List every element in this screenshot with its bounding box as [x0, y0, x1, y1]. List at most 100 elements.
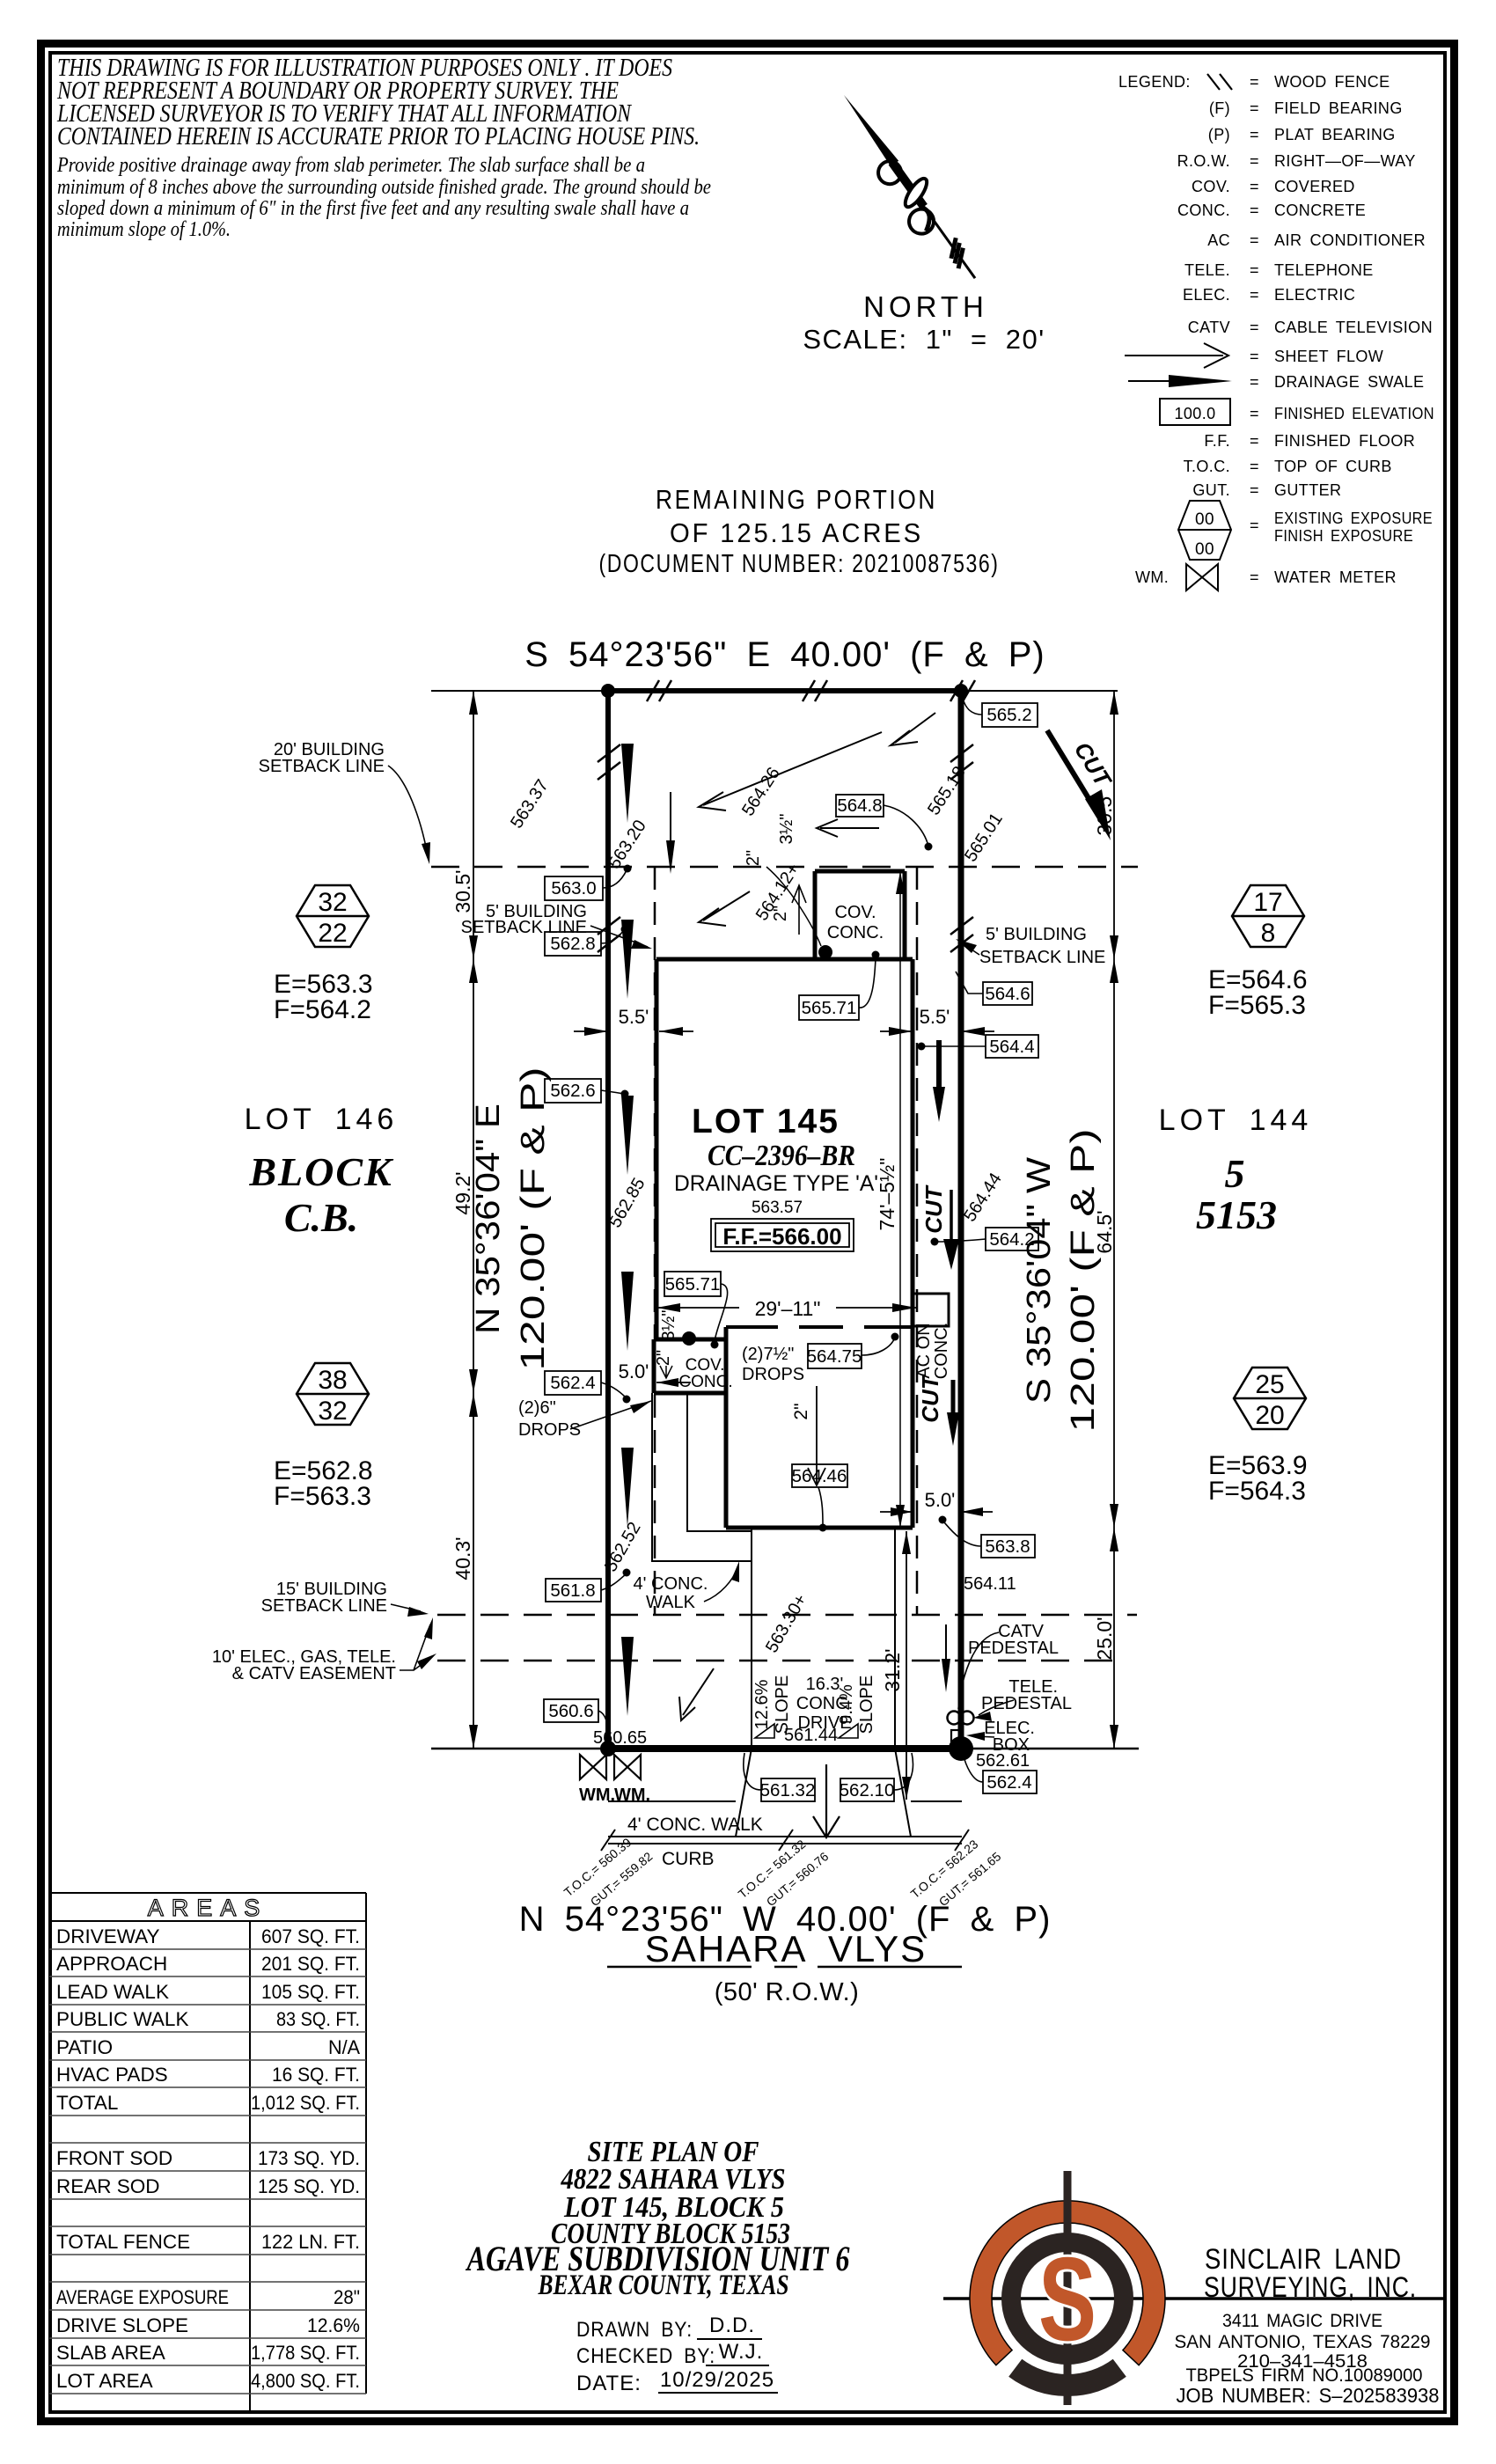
svg-text:8: 8	[1261, 919, 1276, 948]
svg-text:74'–5½": 74'–5½"	[876, 1158, 898, 1231]
svg-text:10' ELEC., GAS, TELE.: 10' ELEC., GAS, TELE.	[212, 1647, 396, 1667]
svg-text:minimum of 8 inches above the: minimum of 8 inches above the surroundin…	[57, 176, 711, 199]
svg-text:CONC.: CONC.	[827, 923, 884, 942]
svg-text:D.D.: D.D.	[709, 2314, 755, 2337]
svg-text:F.F.: F.F.	[1204, 432, 1230, 450]
svg-text:564.8: 564.8	[837, 796, 882, 816]
svg-text:173 SQ. YD.: 173 SQ. YD.	[258, 2147, 360, 2169]
svg-text:=: =	[1250, 202, 1259, 219]
svg-text:22: 22	[318, 919, 347, 948]
svg-text:SLOPE: SLOPE	[857, 1676, 876, 1734]
svg-text:AC ON: AC ON	[914, 1323, 934, 1378]
svg-text:565.71: 565.71	[665, 1274, 721, 1294]
svg-text:1,012 SQ. FT.: 1,012 SQ. FT.	[251, 2092, 360, 2114]
svg-text:FINISHED FLOOR: FINISHED FLOOR	[1274, 432, 1415, 450]
svg-text:SETBACK LINE: SETBACK LINE	[461, 918, 587, 937]
svg-text:(50' R.O.W.): (50' R.O.W.)	[715, 1978, 860, 2006]
svg-text:TOTAL FENCE: TOTAL FENCE	[56, 2231, 190, 2253]
svg-text:120.00' (F & P): 120.00' (F & P)	[1065, 1129, 1102, 1433]
svg-text:EXISTING EXPOSURE: EXISTING EXPOSURE	[1274, 510, 1433, 527]
svg-text:N/A: N/A	[328, 2036, 360, 2058]
svg-text:49.2': 49.2'	[451, 1171, 474, 1214]
svg-text:16 SQ. FT.: 16 SQ. FT.	[272, 2064, 360, 2086]
svg-text:COUNTY BLOCK 5153: COUNTY BLOCK 5153	[551, 2218, 790, 2250]
svg-text:HVAC PADS: HVAC PADS	[56, 2064, 168, 2086]
svg-text:FINISHED ELEVATION: FINISHED ELEVATION	[1274, 405, 1434, 422]
svg-text:564.75: 564.75	[807, 1346, 862, 1367]
svg-text:E=563.3: E=563.3	[274, 970, 373, 999]
svg-text:CONCRETE: CONCRETE	[1274, 202, 1366, 219]
svg-text:=: =	[1250, 261, 1259, 279]
svg-text:5.0': 5.0'	[619, 1360, 649, 1382]
svg-text:5' BUILDING: 5' BUILDING	[986, 925, 1087, 944]
svg-text:CURB: CURB	[662, 1849, 715, 1869]
svg-text:E=563.9: E=563.9	[1208, 1451, 1308, 1480]
svg-text:4,800 SQ. FT.: 4,800 SQ. FT.	[251, 2370, 360, 2392]
svg-text:10/29/2025: 10/29/2025	[660, 2368, 774, 2392]
svg-text:2": 2"	[744, 850, 763, 866]
svg-text:N 54°23'56" W 40.00' (F & P): N 54°23'56" W 40.00' (F & P)	[519, 1900, 1052, 1939]
svg-text:S 35°36'04" W: S 35°36'04" W	[1021, 1157, 1058, 1404]
svg-text:31.2': 31.2'	[881, 1648, 904, 1691]
svg-text:=: =	[1250, 432, 1259, 450]
svg-text:00: 00	[1195, 540, 1214, 559]
svg-text:AGAVE SUBDIVISION UNIT 6: AGAVE SUBDIVISION UNIT 6	[465, 2239, 849, 2278]
svg-text:DRIVEWAY: DRIVEWAY	[56, 1925, 160, 1947]
svg-text:PATIO: PATIO	[56, 2036, 113, 2058]
svg-text:DROPS: DROPS	[518, 1420, 581, 1440]
svg-text:5.5': 5.5'	[920, 1006, 950, 1028]
svg-text:DRAWN BY:: DRAWN BY:	[576, 2318, 693, 2342]
svg-text:PLAT BEARING: PLAT BEARING	[1274, 126, 1396, 143]
svg-text:SLAB AREA: SLAB AREA	[56, 2342, 165, 2364]
svg-text:N 35°36'04" E: N 35°36'04" E	[470, 1104, 507, 1334]
svg-text:R.O.W.: R.O.W.	[1177, 152, 1230, 170]
svg-text:TBPELS FIRM NO.10089000: TBPELS FIRM NO.10089000	[1186, 2365, 1423, 2386]
svg-text:25.0': 25.0'	[1093, 1617, 1116, 1660]
svg-text:120.00' (F & P): 120.00' (F & P)	[515, 1067, 552, 1371]
svg-text:83 SQ. FT.: 83 SQ. FT.	[276, 2008, 360, 2030]
svg-text:=: =	[1250, 373, 1259, 391]
svg-text:(2)7½": (2)7½"	[742, 1345, 794, 1364]
svg-text:AC: AC	[1207, 231, 1230, 249]
svg-text:32: 32	[318, 888, 347, 917]
svg-text:WALK: WALK	[646, 1593, 696, 1612]
svg-text:LOT 145, BLOCK 5: LOT 145, BLOCK 5	[563, 2191, 784, 2224]
svg-text:561.32: 561.32	[760, 1780, 816, 1800]
svg-text:WM.: WM.	[614, 1786, 650, 1805]
svg-text:=: =	[1250, 405, 1259, 422]
svg-text:LOT 145: LOT 145	[692, 1103, 840, 1140]
svg-text:40.3': 40.3'	[451, 1536, 474, 1580]
svg-text:563.57: 563.57	[752, 1199, 803, 1217]
svg-text:20: 20	[1255, 1401, 1284, 1430]
svg-text:SAN ANTONIO, TEXAS 78229: SAN ANTONIO, TEXAS 78229	[1175, 2331, 1431, 2352]
svg-text:CC–2396–BR: CC–2396–BR	[708, 1140, 855, 1172]
svg-text:W.J.: W.J.	[719, 2340, 764, 2364]
svg-text:29'–11": 29'–11"	[755, 1297, 821, 1320]
svg-text:562.61: 562.61	[976, 1751, 1030, 1771]
svg-text:3½": 3½"	[777, 814, 796, 845]
svg-text:CUT: CUT	[917, 1374, 943, 1423]
svg-text:=: =	[1250, 99, 1259, 117]
svg-text:S: S	[1038, 2233, 1096, 2365]
svg-text:E=562.8: E=562.8	[274, 1456, 373, 1485]
svg-text:607 SQ. FT.: 607 SQ. FT.	[261, 1925, 360, 1947]
svg-text:FIELD BEARING: FIELD BEARING	[1274, 99, 1403, 117]
svg-text:REAR SOD: REAR SOD	[56, 2175, 160, 2197]
svg-text:GUT.: GUT.	[1192, 481, 1230, 499]
svg-text:F=563.3: F=563.3	[274, 1482, 371, 1511]
svg-text:LEGEND:: LEGEND:	[1118, 73, 1191, 91]
svg-text:16.3': 16.3'	[806, 1675, 844, 1694]
svg-text:=: =	[1250, 481, 1259, 499]
svg-text:SLOPE: SLOPE	[773, 1676, 792, 1734]
svg-text:LOT 146: LOT 146	[245, 1103, 399, 1136]
svg-text:=: =	[1250, 517, 1259, 534]
svg-text:COV.: COV.	[834, 903, 876, 922]
svg-text:561.8: 561.8	[550, 1580, 595, 1601]
svg-text:125 SQ. YD.: 125 SQ. YD.	[258, 2175, 360, 2197]
svg-text:PEDESTAL: PEDESTAL	[968, 1639, 1059, 1658]
svg-text:30.5': 30.5'	[451, 869, 474, 913]
svg-text:SHEET FLOW: SHEET FLOW	[1274, 348, 1383, 365]
svg-text:CONC.: CONC.	[796, 1694, 853, 1713]
svg-text:=: =	[1250, 152, 1259, 170]
svg-text:SINCLAIR LAND: SINCLAIR LAND	[1205, 2243, 1402, 2275]
